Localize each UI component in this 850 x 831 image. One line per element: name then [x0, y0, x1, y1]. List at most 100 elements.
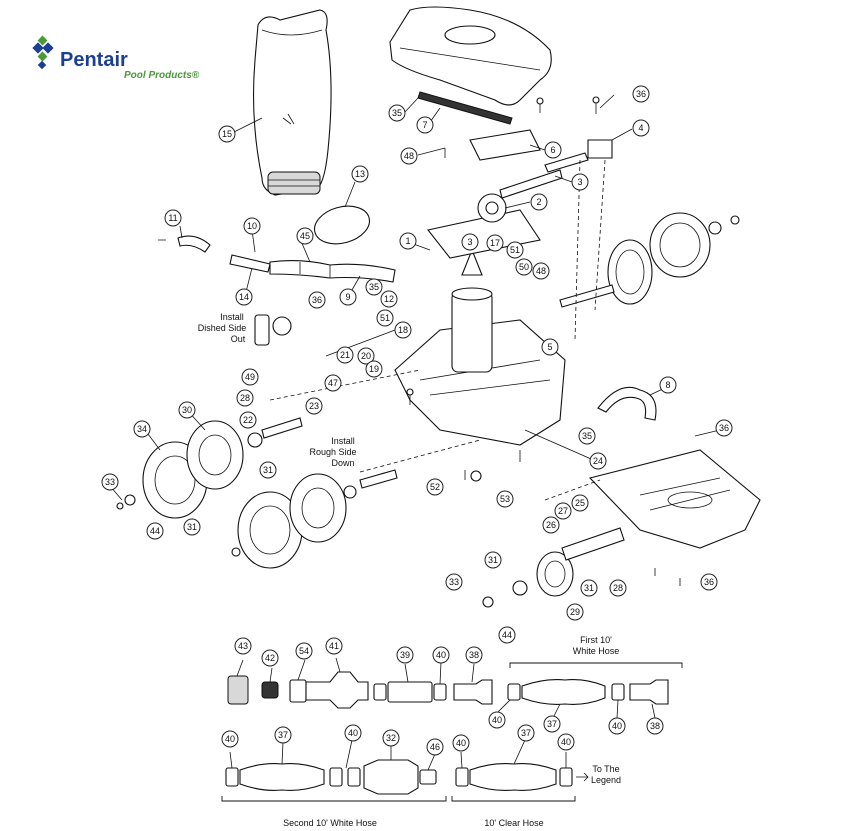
svg-text:50: 50	[519, 262, 529, 272]
svg-text:53: 53	[500, 494, 510, 504]
svg-text:17: 17	[490, 238, 500, 248]
callout-28: 28	[236, 389, 254, 407]
callout-13: 13	[351, 165, 369, 183]
callout-40d: 40	[221, 730, 239, 748]
parts-drawing	[109, 6, 761, 608]
callout-48b: 48	[532, 262, 550, 280]
svg-text:5: 5	[547, 342, 552, 352]
callout-22: 22	[239, 411, 257, 429]
first-hose-label-line2: White Hose	[573, 646, 620, 656]
hose-assembly-diagram	[221, 657, 683, 802]
clear-hose-bracket	[451, 796, 576, 802]
svg-text:49: 49	[245, 372, 255, 382]
callout-8: 8	[659, 376, 677, 394]
svg-text:47: 47	[328, 378, 338, 388]
svg-text:10: 10	[247, 221, 257, 231]
svg-text:33: 33	[105, 477, 115, 487]
svg-text:31: 31	[584, 583, 594, 593]
svg-text:45: 45	[300, 231, 310, 241]
brand-tagline: Pool Products®	[124, 70, 200, 81]
note-dished-line1: Install	[220, 312, 244, 322]
svg-text:1: 1	[405, 236, 410, 246]
svg-text:21: 21	[340, 350, 350, 360]
callout-37: 37	[543, 715, 561, 733]
svg-text:40: 40	[492, 715, 502, 725]
clear-hose-label: 10' Clear Hose	[484, 818, 543, 828]
callout-46: 46	[426, 738, 444, 756]
callout-11: 11	[164, 209, 182, 227]
callout-33b: 33	[445, 573, 463, 591]
callout-27: 27	[554, 502, 572, 520]
svg-text:28: 28	[240, 393, 250, 403]
callout-18: 18	[394, 321, 412, 339]
svg-text:22: 22	[243, 415, 253, 425]
right-wheels	[559, 212, 740, 308]
to-legend-label: To The Legend	[591, 764, 621, 785]
svg-text:20: 20	[361, 351, 371, 361]
debris-bag	[252, 9, 332, 196]
callout-9: 9	[339, 288, 357, 306]
callout-24: 24	[589, 452, 607, 470]
svg-text:35: 35	[369, 282, 379, 292]
svg-text:19: 19	[369, 364, 379, 374]
to-legend-line1: To The	[592, 764, 619, 774]
svg-text:36: 36	[636, 89, 646, 99]
svg-text:51: 51	[510, 245, 520, 255]
svg-text:3: 3	[577, 177, 582, 187]
svg-text:9: 9	[345, 292, 350, 302]
callout-52: 52	[426, 478, 444, 496]
svg-text:15: 15	[222, 129, 232, 139]
svg-text:38: 38	[650, 721, 660, 731]
first-hose-label: First 10' White Hose	[573, 635, 620, 656]
skirt-scoop	[588, 449, 761, 549]
rear-small-wheel	[482, 527, 625, 608]
svg-text:51: 51	[380, 313, 390, 323]
callout-36b: 36	[308, 291, 326, 309]
callout-47: 47	[324, 374, 342, 392]
svg-text:40: 40	[348, 728, 358, 738]
svg-text:48: 48	[404, 151, 414, 161]
svg-text:31: 31	[488, 555, 498, 565]
svg-text:43: 43	[238, 641, 248, 651]
callout-53: 53	[496, 490, 514, 508]
second-hose-label: Second 10' White Hose	[283, 818, 377, 828]
hose-row-2	[225, 739, 589, 795]
callout-49: 49	[241, 368, 259, 386]
svg-text:36: 36	[719, 423, 729, 433]
callout-39: 39	[396, 646, 414, 664]
u-hose	[597, 386, 657, 421]
svg-text:23: 23	[309, 401, 319, 411]
float	[314, 205, 370, 245]
svg-text:11: 11	[168, 213, 177, 223]
svg-text:14: 14	[239, 292, 249, 302]
note-dished-line2: Dished Side	[198, 323, 247, 333]
brand-name: Pentair	[60, 49, 128, 71]
left-wheels	[124, 420, 357, 569]
note-rough-line3: Down	[331, 458, 354, 468]
svg-text:12: 12	[384, 294, 394, 304]
pentair-logo: Pentair Pool Products®	[32, 35, 200, 81]
callout-38b: 38	[646, 717, 664, 735]
svg-text:8: 8	[665, 380, 670, 390]
svg-text:46: 46	[430, 742, 440, 752]
callout-31: 31	[259, 461, 277, 479]
callout-35c: 35	[578, 427, 596, 445]
note-rough-line1: Install	[331, 436, 355, 446]
svg-text:32: 32	[386, 733, 396, 743]
svg-text:7: 7	[422, 120, 427, 130]
svg-text:39: 39	[400, 650, 410, 660]
callout-40a: 40	[432, 646, 450, 664]
chassis	[394, 193, 566, 446]
callout-54: 54	[295, 642, 313, 660]
callout-41: 41	[325, 637, 343, 655]
svg-text:31: 31	[263, 465, 273, 475]
callout-36: 36	[632, 85, 650, 103]
front-axle	[261, 417, 303, 439]
callout-23: 23	[305, 397, 323, 415]
pentair-logo-mark	[32, 35, 54, 70]
svg-text:29: 29	[570, 607, 580, 617]
callout-44b: 44	[498, 626, 516, 644]
svg-text:44: 44	[502, 630, 512, 640]
svg-text:18: 18	[398, 325, 408, 335]
